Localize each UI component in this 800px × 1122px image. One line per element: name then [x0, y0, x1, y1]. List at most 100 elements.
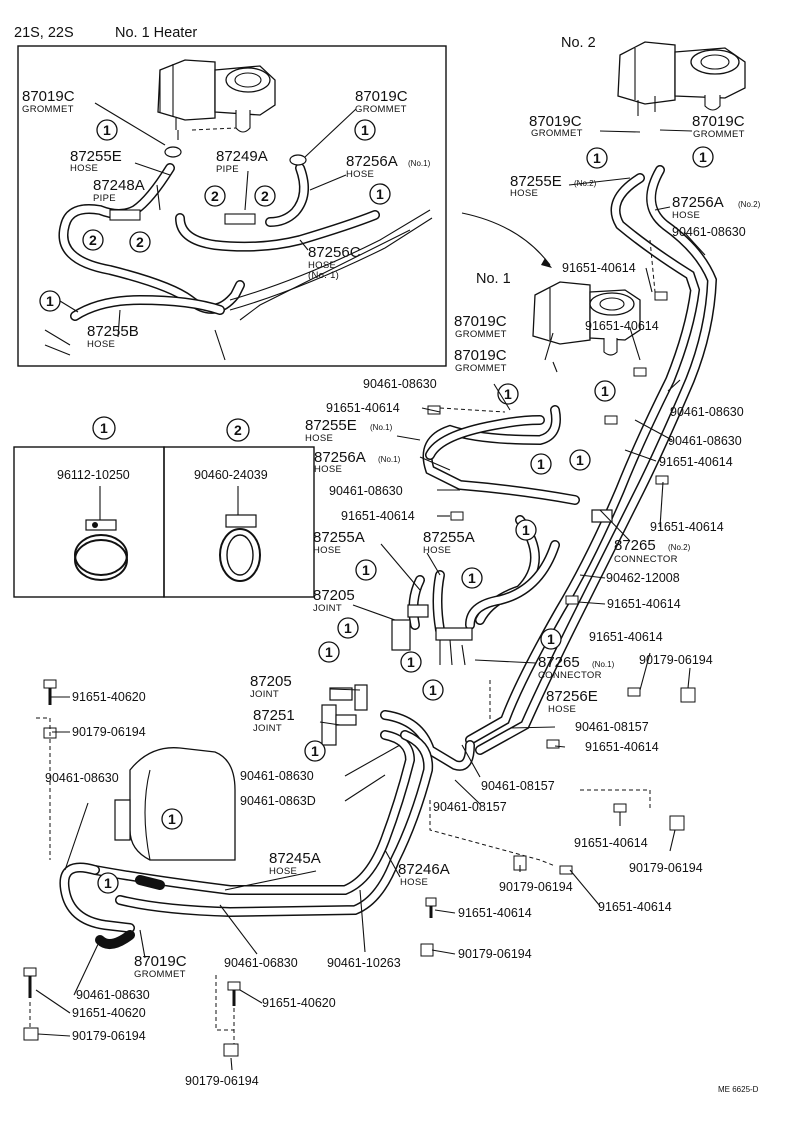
part-number: 87256A — [314, 449, 366, 466]
part-number: 91651-40614 — [458, 906, 532, 920]
clamp2-callout: 2 — [204, 185, 226, 207]
part-number: 87255E — [305, 417, 357, 434]
legend-part-1: 96112-10250 — [57, 468, 130, 482]
nut-icon — [23, 1027, 39, 1041]
svg-text:1: 1 — [46, 293, 54, 309]
part-sub: HOSE — [548, 704, 576, 715]
part-number: 90461-08157 — [481, 779, 555, 793]
bolt-icon — [654, 291, 668, 301]
part-sub: HOSE — [313, 545, 341, 556]
inset-label-sub: HOSE — [346, 169, 374, 180]
connector-87265-no2 — [591, 509, 613, 523]
part-number: 90461-06830 — [224, 956, 298, 970]
clamp1-callout: 1 — [461, 567, 483, 589]
connector-87265-no1 — [435, 627, 473, 666]
svg-text:1: 1 — [325, 644, 333, 660]
part-number: 91651-40614 — [585, 740, 659, 754]
svg-text:2: 2 — [136, 234, 144, 250]
part-sub: GROMMET — [134, 969, 186, 980]
clamp1-callout: 1 — [161, 808, 183, 830]
bolt-icon — [23, 967, 37, 998]
part-number: 90461-08630 — [363, 377, 437, 391]
svg-text:2: 2 — [261, 188, 269, 204]
part-number: 87205 — [250, 673, 292, 690]
part-note: (No.2) — [668, 543, 691, 552]
bolt-icon — [613, 803, 627, 813]
inset-label-num: 87256C — [308, 244, 361, 261]
clamp2-callout: 2 — [82, 229, 104, 251]
svg-text:1: 1 — [547, 631, 555, 647]
clamp1-callout: 1 — [337, 617, 359, 639]
part-number: 87256A — [672, 194, 724, 211]
clamp1-callout: 1 — [422, 679, 444, 701]
part-number: 87255A — [313, 529, 365, 546]
svg-text:1: 1 — [376, 186, 384, 202]
part-number: 91651-40620 — [72, 1006, 146, 1020]
variant-label: 21S, 22S — [14, 25, 74, 41]
part-number: 90179-06194 — [72, 725, 146, 739]
heater-no1-label: No. 1 — [476, 271, 511, 287]
part-note: (No.2) — [574, 179, 597, 188]
clamp1-callout: 1 — [304, 740, 326, 762]
bolt-icon — [425, 897, 437, 918]
part-sub: GROMMET — [531, 128, 583, 139]
inset-label-sub2: (No. 1) — [308, 270, 339, 281]
inset-label-sub: HOSE — [308, 260, 336, 271]
svg-text:1: 1 — [699, 149, 707, 165]
part-number: 90461-0863D — [240, 794, 316, 808]
part-sub: HOSE — [423, 545, 451, 556]
part-number: 87205 — [313, 587, 355, 604]
inset-label-num: 87248A — [93, 177, 145, 194]
bolt-icon — [43, 679, 57, 705]
bolt-icon — [450, 511, 464, 521]
legend-symbol-1: 1 — [100, 420, 108, 436]
clamp1-callout: 1 — [354, 119, 376, 141]
inset-label-sub: PIPE — [216, 164, 239, 175]
legend-cell-2 — [163, 446, 315, 598]
bolt-icon — [227, 981, 241, 1006]
part-number: 91651-40620 — [262, 996, 336, 1010]
inset-label-num: 87019C — [22, 88, 75, 105]
part-number: 87019C — [454, 313, 507, 330]
part-number: 91651-40614 — [598, 900, 672, 914]
reference-arrow — [461, 212, 551, 266]
part-number: 87019C — [454, 347, 507, 364]
svg-text:1: 1 — [362, 562, 370, 578]
clamp1-callout: 1 — [497, 383, 519, 405]
part-number: 90461-08157 — [575, 720, 649, 734]
part-labels: 87019C GROMMET 87019C GROMMET 87255E (No… — [45, 113, 761, 1088]
clamp-legend: 1 2 96112-10250 90460-24039 — [13, 416, 315, 598]
clamp1-callout: 1 — [400, 651, 422, 673]
clamp1-callout: 1 — [39, 290, 61, 312]
part-number: 87256E — [546, 688, 598, 705]
clamp1-callout: 1 — [594, 380, 616, 402]
part-number: 91651-40614 — [574, 836, 648, 850]
svg-text:1: 1 — [593, 150, 601, 166]
svg-text:1: 1 — [407, 654, 415, 670]
inset-label-sub: HOSE — [87, 339, 115, 350]
inset-label-num: 87019C — [355, 88, 408, 105]
part-sub: GROMMET — [693, 129, 745, 140]
part-number: 90179-06194 — [72, 1029, 146, 1043]
nut-icon — [420, 943, 434, 957]
part-sub: GROMMET — [455, 329, 507, 340]
inset-label-sub: GROMMET — [355, 104, 407, 115]
inset-label-note: (No.1) — [408, 159, 431, 168]
clamp1-callout: 1 — [692, 146, 714, 168]
part-number: 90461-08157 — [433, 800, 507, 814]
part-number: 87265 — [614, 537, 656, 554]
clamp1-callout: 1 — [530, 453, 552, 475]
svg-text:1: 1 — [361, 122, 369, 138]
part-number: 90179-06194 — [629, 861, 703, 875]
part-sub: GROMMET — [455, 363, 507, 374]
svg-text:1: 1 — [468, 570, 476, 586]
part-number: 91651-40614 — [607, 597, 681, 611]
svg-text:1: 1 — [601, 383, 609, 399]
part-number: 87265 — [538, 654, 580, 671]
part-number: 87251 — [253, 707, 295, 724]
clamp2-callout: 2 — [129, 231, 151, 253]
bolt-icon — [627, 687, 641, 697]
band-clamp-icon — [219, 514, 261, 582]
svg-text:1: 1 — [537, 456, 545, 472]
assembly-dash-lines — [29, 239, 656, 1044]
